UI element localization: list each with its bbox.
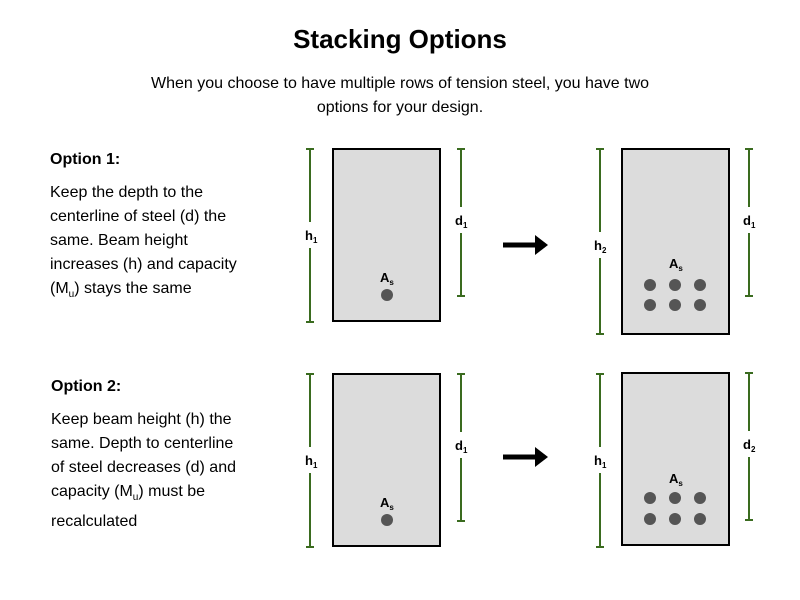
option-2-line: same. Depth to centerline <box>51 435 234 452</box>
steel-area-label: As <box>380 495 394 512</box>
steel-area-label: As <box>380 270 394 287</box>
rebar <box>694 513 706 525</box>
h-label: h <box>305 228 313 243</box>
dimension-h2: h2 <box>589 148 611 335</box>
svg-text:h1: h1 <box>305 453 318 470</box>
option-2-line: Keep beam height (h) the <box>51 411 232 428</box>
svg-text:h1: h1 <box>305 228 318 245</box>
rebar <box>381 289 393 301</box>
rebar <box>644 299 656 311</box>
option-1-original-beam: h1 d1 As <box>300 148 472 323</box>
intro-text: When you choose to have multiple rows of… <box>150 75 650 116</box>
option-2-line: of steel decreases (d) and <box>51 459 236 476</box>
svg-text:h2: h2 <box>594 238 607 255</box>
rebar <box>669 299 681 311</box>
option-2-line: recalculated <box>51 513 138 531</box>
option-1-line: (Mu) stays the same <box>50 280 192 301</box>
rebar <box>694 299 706 311</box>
rebar <box>644 492 656 504</box>
steel-area-label: As <box>669 256 683 273</box>
svg-text:d1: d1 <box>455 213 468 230</box>
option-2-line: capacity (Mu) must be <box>51 483 206 504</box>
dimension-d2: d2 <box>738 372 760 521</box>
option-1-line: Keep the depth to the <box>50 184 204 201</box>
option-2-heading: Option 2: <box>51 378 122 395</box>
rebar <box>644 279 656 291</box>
option-2-description: Keep beam height (h) the same. Depth to … <box>51 408 276 534</box>
dimension-d1: d1 <box>450 373 472 522</box>
svg-text:d2: d2 <box>743 437 756 454</box>
option-1-line: centerline of steel (d) the <box>50 208 227 225</box>
option-2-original-beam: h1 d1 As <box>300 373 472 548</box>
rebar <box>644 513 656 525</box>
rebar <box>381 514 393 526</box>
dimension-d1: d1 <box>738 148 760 297</box>
svg-text:d1: d1 <box>743 213 756 230</box>
dimension-d1: d1 <box>450 148 472 297</box>
option-1-description: Keep the depth to the centerline of stee… <box>50 181 275 307</box>
page-title: Stacking Options <box>293 24 507 54</box>
option-2-stacked-beam: h1 d2 As <box>589 372 760 548</box>
dimension-h1: h1 <box>300 148 322 323</box>
option-1-stacked-beam: h2 d1 As <box>589 148 760 335</box>
dimension-h1: h1 <box>589 373 611 548</box>
steel-area-label: As <box>669 471 683 488</box>
svg-text:d1: d1 <box>455 438 468 455</box>
rebar <box>694 279 706 291</box>
rebar <box>669 279 681 291</box>
option-1-line: same. Beam height <box>50 232 188 249</box>
rebar <box>669 513 681 525</box>
option-1-line: increases (h) and capacity <box>50 256 237 273</box>
option-1-heading: Option 1: <box>50 151 121 168</box>
dimension-h1: h1 <box>300 373 322 548</box>
svg-text:h1: h1 <box>594 453 607 470</box>
rebar <box>669 492 681 504</box>
rebar <box>694 492 706 504</box>
